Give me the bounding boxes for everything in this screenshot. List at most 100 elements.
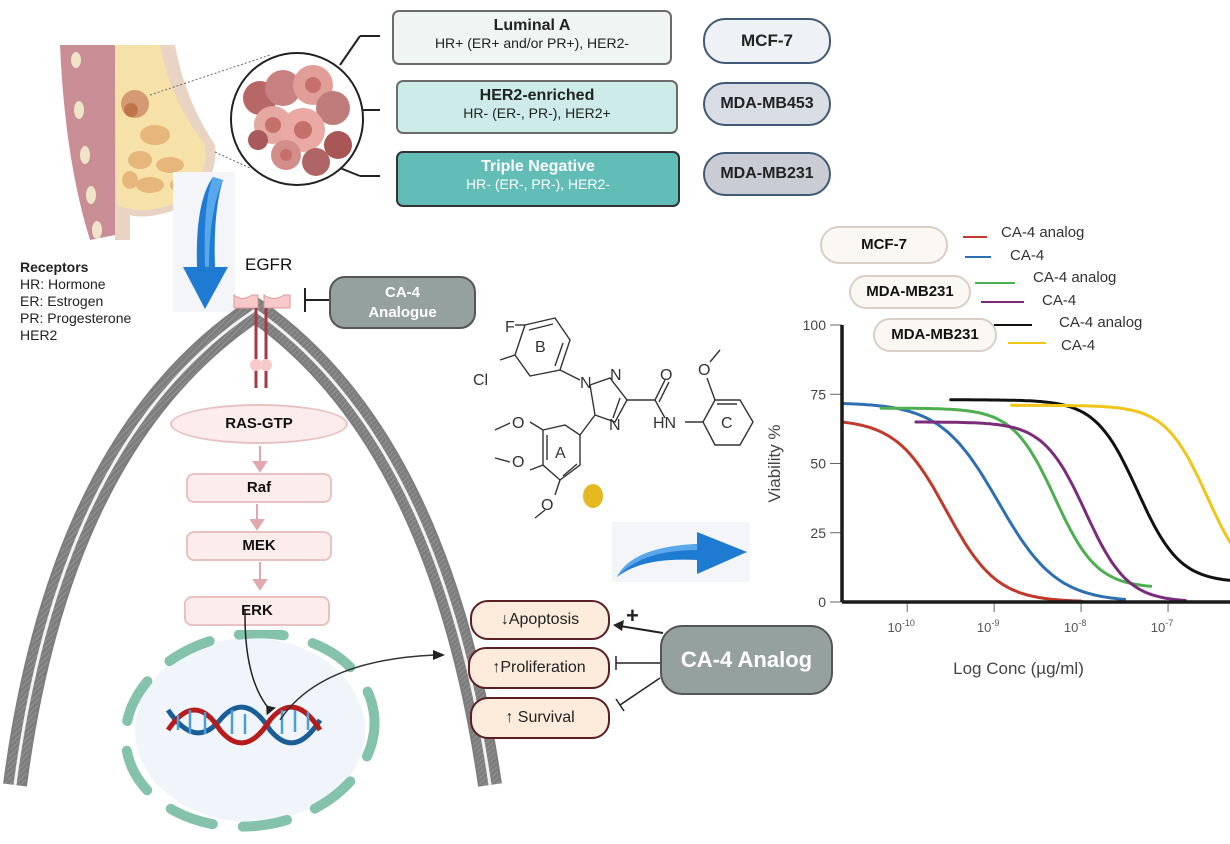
ca4-analog-drug-box: CA-4 Analog <box>660 625 833 695</box>
mek-node: MEK <box>186 531 332 561</box>
arrow-up-icon: ↑ <box>505 709 518 726</box>
outcome-label: Apoptosis <box>508 611 580 628</box>
yellow-dot-icon <box>583 484 603 508</box>
legend-swatch-yellow <box>1008 342 1046 344</box>
curve-mda-mb231-ca-4-analog-2- <box>949 398 1230 582</box>
cell-line-pill-mcf7: MCF-7 <box>703 18 831 64</box>
legend-pill-mda-mb231: MDA-MB231 <box>849 275 971 309</box>
atom-label: HN <box>653 415 676 432</box>
receptors-heading: Receptors <box>20 259 89 275</box>
egfr-label: EGFR <box>245 255 293 274</box>
x-tick-label: 10-10 <box>887 618 914 635</box>
receptor-item: HER2 <box>20 327 58 343</box>
curve-mda-mb231-ca-4-2- <box>1010 403 1230 545</box>
legend-label: CA-4 analog <box>1033 269 1117 286</box>
ring-label: A <box>555 445 566 462</box>
subtype-title: Triple Negative <box>481 158 595 175</box>
atom-label: F <box>505 319 515 336</box>
outcome-survival: ↑ Survival <box>470 697 610 739</box>
raf-node: Raf <box>186 473 332 503</box>
legend-swatch-red <box>963 236 987 238</box>
subtype-description: HR+ (ER+ and/or PR+), HER2- <box>434 35 630 51</box>
y-tick-label: 0 <box>818 594 826 610</box>
tumor-magnified-circle <box>230 52 364 186</box>
arrow-up-icon: ↑ <box>492 659 501 676</box>
atom-label: O <box>660 367 672 384</box>
arrow-down-icon <box>250 519 265 531</box>
nucleus <box>120 630 380 832</box>
curve-mda-mb231-ca-4 <box>914 420 1187 602</box>
inhibition-line-egfr <box>304 288 332 312</box>
legend-swatch-green <box>975 282 1015 284</box>
ring-label: C <box>721 415 733 432</box>
legend-label: CA-4 analog <box>1059 314 1143 331</box>
x-tick-label: 10-8 <box>1064 618 1086 635</box>
y-tick-label: 25 <box>810 525 826 541</box>
blue-down-arrow-icon <box>173 172 235 312</box>
arrow-down-icon <box>252 579 268 591</box>
receptor-item: PR: Progesterone <box>20 310 132 326</box>
inhibitor-label-line2: Analogue <box>368 304 437 321</box>
gene-expression-arrows <box>244 609 445 720</box>
ca4-analog-chemical-structure: F Cl N N N O HN O O O O B A C <box>473 317 754 519</box>
arrow-down-icon <box>252 461 268 473</box>
y-tick-label: 50 <box>810 456 826 472</box>
outcome-proliferation: ↑Proliferation <box>468 647 610 689</box>
y-tick-label: 75 <box>810 386 826 402</box>
atom-label: O <box>541 497 553 514</box>
curve-mda-mb231-ca-4-analog <box>879 406 1153 588</box>
cell-line-pill-mda-mb453: MDA-MB453 <box>703 82 831 126</box>
atom-label: N <box>610 367 622 384</box>
receptor-item: ER: Estrogen <box>20 293 104 309</box>
subtype-title: HER2-enriched <box>479 87 595 104</box>
atom-label: N <box>580 375 592 392</box>
subtype-box-luminal-a: Luminal A HR+ (ER+ and/or PR+), HER2- <box>392 10 672 65</box>
receptor-item: HR: Hormone <box>20 276 106 292</box>
legend-label: CA-4 <box>1042 292 1077 309</box>
zoom-dotted-lines <box>149 35 380 177</box>
cell-line-pill-mda-mb231: MDA-MB231 <box>703 152 831 196</box>
curve-mcf-7-ca-4-analog <box>840 420 1083 603</box>
arrow-right-icon <box>433 650 445 660</box>
legend-swatch-purple <box>981 301 1024 303</box>
outcome-apoptosis: ↓Apoptosis <box>470 600 610 640</box>
subtype-box-her2-enriched: HER2-enriched HR- (ER-, PR-), HER2+ <box>396 80 678 134</box>
outcome-label: Survival <box>517 709 575 726</box>
plus-sign: + <box>626 603 639 628</box>
outcome-effect-arrows <box>613 620 664 712</box>
legend-swatch-blue <box>965 256 991 258</box>
x-axis-label: Log Conc (µg/ml) <box>953 659 1084 678</box>
egfr-receptor-icon <box>233 293 291 388</box>
arrow-left-icon <box>613 620 624 631</box>
ring-label: B <box>535 339 546 356</box>
arrow-down-icon: ↓ <box>500 611 509 628</box>
ca4-analogue-inhibitor-box: CA-4 Analogue <box>329 276 476 329</box>
receptors-legend: Receptors HR: Hormone ER: Estrogen PR: P… <box>20 259 131 344</box>
subtype-description: HR- (ER-, PR-), HER2- <box>466 176 610 192</box>
atom-label: N <box>609 417 621 434</box>
atom-label: O <box>698 362 710 379</box>
subtype-title: Luminal A <box>493 17 571 34</box>
subtype-box-triple-negative: Triple Negative HR- (ER-, PR-), HER2- <box>396 151 680 207</box>
cascade-arrows <box>250 446 268 591</box>
legend-label: CA-4 <box>1061 337 1096 354</box>
dna-helix-icon <box>165 704 323 746</box>
y-axis-label: Viability % <box>765 424 784 502</box>
inhibitor-label-line1: CA-4 <box>384 284 420 301</box>
inhibition-bar-icon <box>615 698 625 712</box>
x-tick-label: 10-9 <box>977 618 999 635</box>
x-tick-label: 10-7 <box>1151 618 1173 635</box>
legend-pill-mcf7: MCF-7 <box>820 226 948 264</box>
subtype-description: HR- (ER-, PR-), HER2+ <box>463 105 611 121</box>
y-tick-label: 100 <box>803 317 827 333</box>
ras-gtp-node: RAS-GTP <box>170 404 348 444</box>
blue-right-arrow-icon <box>612 522 750 582</box>
legend-label: CA-4 analog <box>1001 224 1085 241</box>
legend-label: CA-4 <box>1010 247 1045 264</box>
erk-node: ERK <box>184 596 330 626</box>
outcome-label: Proliferation <box>500 659 586 676</box>
atom-label: O <box>512 454 524 471</box>
legend-swatch-black <box>994 324 1032 326</box>
legend-pill-mda-mb231-2: MDA-MB231 <box>873 318 997 352</box>
